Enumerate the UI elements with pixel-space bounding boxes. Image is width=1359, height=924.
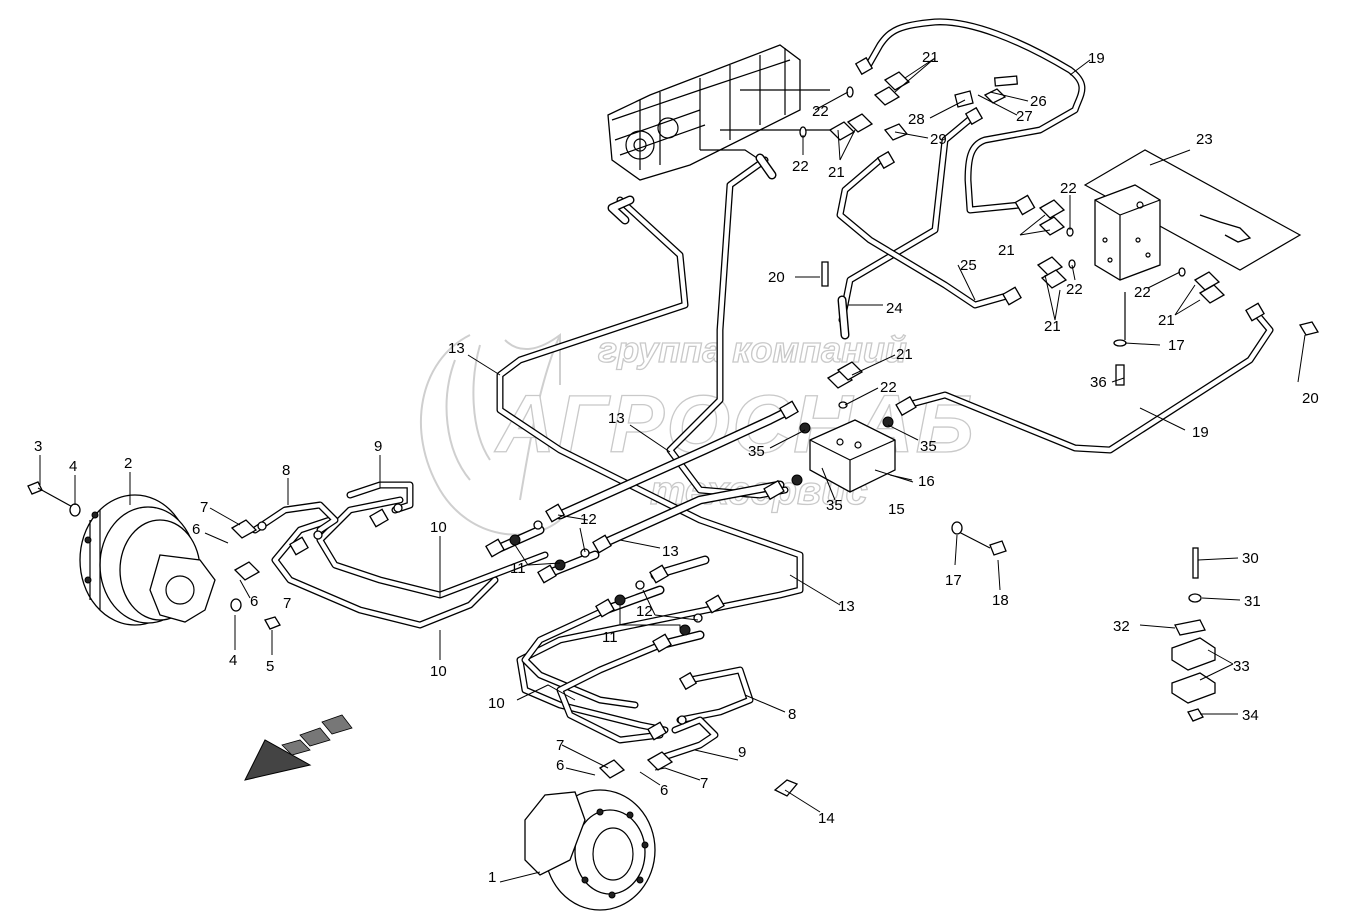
callout-32: 32 (1113, 618, 1130, 635)
callout-21: 21 (922, 49, 939, 66)
callout-34: 34 (1242, 707, 1259, 724)
callout-7: 7 (556, 737, 564, 754)
callout-21: 21 (998, 242, 1015, 259)
callout-12: 12 (636, 603, 653, 620)
callout-12: 12 (580, 511, 597, 528)
callout-6: 6 (556, 757, 564, 774)
callout-22: 22 (792, 158, 809, 175)
callout-22: 22 (812, 103, 829, 120)
callout-26: 26 (1030, 93, 1047, 110)
callout-23: 23 (1196, 131, 1213, 148)
callout-13: 13 (662, 543, 679, 560)
callout-9: 9 (374, 438, 382, 455)
callout-35: 35 (920, 438, 937, 455)
callout-7: 7 (200, 499, 208, 516)
callout-28: 28 (908, 111, 925, 128)
callout-10: 10 (430, 663, 447, 680)
valve-block (809, 419, 896, 493)
callout-36: 36 (1090, 374, 1107, 391)
right-valve-block (1083, 149, 1302, 386)
pipe-lines (251, 18, 1274, 764)
callout-22: 22 (1134, 284, 1151, 301)
callout-15: 15 (888, 501, 905, 518)
callout-19: 19 (1088, 50, 1105, 67)
callout-4: 4 (229, 652, 237, 669)
callout-21: 21 (896, 346, 913, 363)
callout-7: 7 (283, 595, 291, 612)
callout-21: 21 (1158, 312, 1175, 329)
callout-20: 20 (1302, 390, 1319, 407)
watermark-line1: группа компаний (598, 329, 907, 370)
callout-17: 17 (1168, 337, 1185, 354)
callout-10: 10 (488, 695, 505, 712)
fittings (230, 56, 1265, 779)
callout-9: 9 (738, 744, 746, 761)
callout-31: 31 (1244, 593, 1261, 610)
callout-17: 17 (945, 572, 962, 589)
callout-19: 19 (1192, 424, 1209, 441)
callout-22: 22 (1066, 281, 1083, 298)
callout-25: 25 (960, 257, 977, 274)
callout-24: 24 (886, 300, 903, 317)
callout-13: 13 (448, 340, 465, 357)
travel-motor-left (79, 494, 216, 626)
callout-11: 11 (602, 629, 618, 646)
callout-2: 2 (124, 455, 132, 472)
callout-35: 35 (826, 497, 843, 514)
callout-18: 18 (992, 592, 1009, 609)
callout-29: 29 (930, 131, 947, 148)
callout-8: 8 (788, 706, 796, 723)
callout-21: 21 (1044, 318, 1061, 335)
small-parts (27, 261, 1320, 797)
callout-30: 30 (1242, 550, 1259, 567)
travel-motor-right (524, 789, 656, 911)
callout-5: 5 (266, 658, 274, 675)
callout-20: 20 (768, 269, 785, 286)
callout-8: 8 (282, 462, 290, 479)
callout-10: 10 (430, 519, 447, 536)
callout-22: 22 (1060, 180, 1077, 197)
callout-22: 22 (880, 379, 897, 396)
callouts: 1 2 3 4 4 5 6 6 6 6 7 7 7 7 8 8 9 9 10 1… (34, 49, 1319, 886)
callout-33: 33 (1233, 658, 1250, 675)
callout-16: 16 (918, 473, 935, 490)
callout-13: 13 (838, 598, 855, 615)
callout-35: 35 (748, 443, 765, 460)
direction-arrow-icon (244, 714, 353, 781)
callout-27: 27 (1016, 108, 1033, 125)
callout-7: 7 (700, 775, 708, 792)
callout-4: 4 (69, 458, 77, 475)
callout-3: 3 (34, 438, 42, 455)
callout-6: 6 (660, 782, 668, 799)
callout-6: 6 (192, 521, 200, 538)
pump-assembly (607, 44, 830, 181)
callout-21: 21 (828, 164, 845, 181)
callout-1: 1 (488, 869, 496, 886)
leader-lines (39, 57, 1306, 883)
callout-11: 11 (510, 560, 526, 577)
callout-6: 6 (250, 593, 258, 610)
callout-14: 14 (818, 810, 835, 827)
callout-13: 13 (608, 410, 625, 427)
